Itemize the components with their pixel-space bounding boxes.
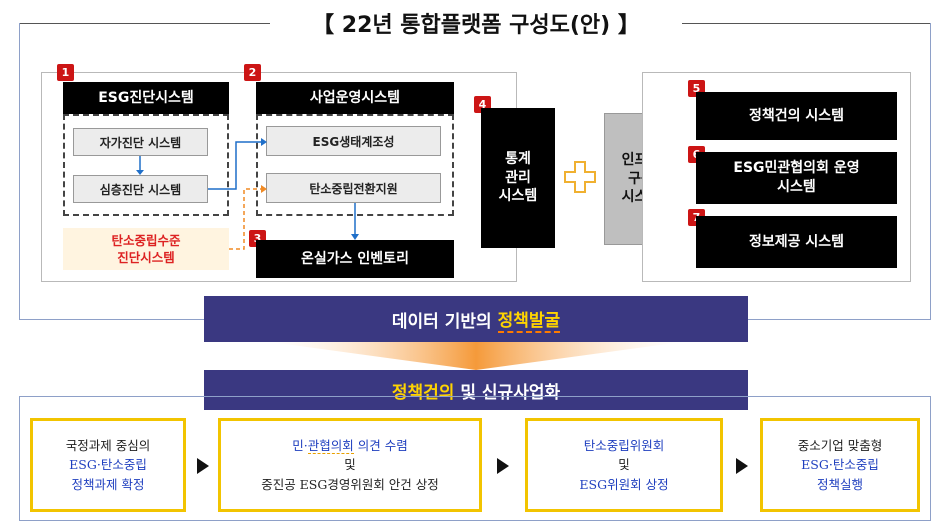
esg-council-system: ESG민관협의회 운영 시스템 [696,152,897,204]
lower-frame [19,396,931,521]
esg-diagnosis-group [63,114,229,216]
title-rule-right [672,23,931,24]
step-4-line1: 중소기업 맞춤형 [797,437,883,453]
policy-proposal-system: 정책건의 시스템 [696,92,897,140]
stats-line2: 관리 [505,169,531,186]
step-arrow-1-icon [197,458,209,474]
step-4-line2: ESG·탄소중립 [801,457,879,473]
step-2-box: 민·관협의회 의견 수렴 및 중진공 ESG경영위원회 안건 상정 [218,418,482,512]
esg-ecosystem-item: ESG생태계조성 [266,126,441,156]
carbon-level-diagnosis-system: 탄소중립수준 진단시스템 [63,228,229,270]
step-3-line2: 및 [618,457,630,473]
banner1-prefix: 데이터 기반의 [391,311,498,332]
banner2-highlight: 정책건의 [391,382,455,403]
step-3-line3: ESG위원회 상정 [579,476,669,492]
information-provision-system: 정보제공 시스템 [696,216,897,268]
council-line2: 시스템 [777,179,816,195]
statistics-management-system: 통계 관리 시스템 [481,108,555,248]
business-operation-system: 사업운영시스템 [256,82,454,114]
arrow-deep-to-ecosystem [208,141,262,190]
badge-2: 2 [244,64,261,81]
title-rule-left [19,23,279,24]
step-2-line3: 중진공 ESG경영위원회 안건 상정 [261,476,439,492]
step-arrow-3-icon [736,458,748,474]
page-title: 【 22년 통합플랫폼 구성도(안) 】 [270,6,682,40]
esg-diagnosis-system: ESG진단시스템 [63,82,229,114]
arrowhead-self-to-deep [136,170,144,175]
council-line1: ESG민관협의회 운영 [733,160,860,177]
step-2-line1: 민·관협의회 의견 수렴 [292,436,408,455]
step-arrow-2-icon [497,458,509,474]
stats-line3: 시스템 [498,188,538,205]
carbon-level-line2: 진단시스템 [117,250,175,265]
arrow-carbon-level-to-transition [229,188,262,250]
banner1-highlight: 정책발굴 [497,306,561,333]
arrowhead-transition-to-ghg [351,234,359,240]
policy-proposal-banner: 정책건의 및 신규사업화 [204,370,748,410]
step-3-line1: 탄소중립위원회 [583,437,665,453]
arrowhead-deep-to-ecosystem [261,138,267,146]
step-3-box: 탄소중립위원회 및 ESG위원회 상정 [525,418,723,512]
stats-line1: 통계 [505,150,531,167]
step-1-box: 국정과제 중심의 ESG·탄소중립 정책과제 확정 [30,418,186,512]
step-2-line2: 및 [344,457,356,473]
step-2-line1b: 관협의회 [307,437,354,454]
step-2-line1a: 민· [292,437,308,453]
self-diagnosis-system: 자가진단 시스템 [73,128,208,156]
banner2-suffix: 및 신규사업화 [454,382,561,403]
step-2-line1c: 의견 수렴 [353,437,408,453]
step-1-line1: 국정과제 중심의 [65,437,151,453]
step-4-box: 중소기업 맞춤형 ESG·탄소중립 정책실행 [760,418,920,512]
arrowhead-carbon-level-to-transition [261,185,267,193]
step-4-line3: 정책실행 [816,476,863,492]
plus-icon [564,161,596,193]
policy-discovery-banner: 데이터 기반의 정책발굴 [204,296,748,342]
badge-1: 1 [57,64,74,81]
carbon-level-line1: 탄소중립수준 [111,232,181,248]
down-arrow-icon [270,342,682,370]
step-1-line3: 정책과제 확정 [71,476,145,492]
carbon-transition-item: 탄소중립전환지원 [266,173,441,203]
deep-diagnosis-system: 심층진단 시스템 [73,175,208,203]
ghg-inventory-system: 온실가스 인벤토리 [256,240,454,278]
step-1-line2: ESG·탄소중립 [69,457,147,473]
